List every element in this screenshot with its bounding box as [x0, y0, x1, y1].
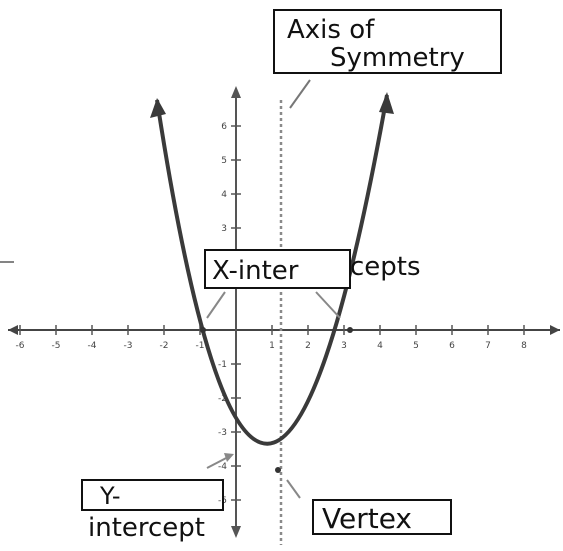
x-tick-label: 6 — [449, 341, 455, 351]
x-intercepts-pointer-right — [315, 291, 341, 319]
y-tick-label: -1 — [218, 360, 227, 370]
y-tick-label: -4 — [218, 462, 227, 472]
x-tick-label: 8 — [521, 341, 527, 351]
axis-of-symmetry-box — [273, 9, 502, 74]
axis-of-symmetry-pointer — [289, 79, 311, 109]
x-intercepts-pointer-left — [206, 291, 226, 319]
x-axis — [8, 325, 560, 335]
x-tick-label: 4 — [377, 341, 383, 351]
x-intercepts-box — [204, 249, 351, 289]
x-intercepts-label-boxed: X-inter — [212, 256, 299, 286]
x-tick-label: -6 — [16, 341, 25, 351]
y-intercept-label-line1: Y- — [99, 482, 120, 510]
y-axis — [231, 86, 241, 538]
x-tick-label: 1 — [269, 341, 275, 351]
x-tick-label: -3 — [124, 341, 133, 351]
x-tick-label: 2 — [305, 341, 311, 351]
x-tick-label: 7 — [485, 341, 491, 351]
y-intercept-label-line2: intercept — [88, 513, 205, 543]
x-tick-label: -5 — [52, 341, 61, 351]
parabola-right-arrow — [379, 92, 394, 114]
x-intercepts-label-rest: cepts — [350, 252, 421, 282]
vertex-box — [312, 499, 452, 535]
y-tick-label: 5 — [221, 156, 227, 166]
x-tick-label: 3 — [341, 341, 347, 351]
y-intercept-box — [81, 479, 224, 511]
x-tick-label: 5 — [413, 341, 419, 351]
x-axis-ticks: -6 -5 -4 -3 -2 -1 1 2 3 4 5 6 7 8 — [16, 325, 527, 351]
x-tick-label: -4 — [88, 341, 97, 351]
parabola-left-arrow — [150, 98, 166, 118]
vertex-label: Vertex — [322, 502, 412, 535]
axis-of-symmetry-label-line1: Axis of — [287, 15, 375, 45]
y-tick-label: 3 — [221, 224, 227, 234]
y-intercept-pointer-arrow — [224, 453, 234, 462]
y-tick-label: 4 — [221, 190, 227, 200]
vertex-point — [275, 467, 281, 473]
y-tick-label: -3 — [218, 428, 227, 438]
y-tick-label: 6 — [221, 122, 227, 132]
vertex-pointer — [286, 479, 301, 499]
x-tick-label: -2 — [160, 341, 169, 351]
parabola-curve — [155, 94, 389, 446]
x-tick-label: -1 — [196, 341, 205, 351]
y-tick-label: -2 — [218, 394, 227, 404]
x-intercept-left-point — [200, 327, 206, 333]
axis-of-symmetry-label-line2: Symmetry — [330, 43, 465, 73]
x-intercept-right-point — [347, 327, 353, 333]
